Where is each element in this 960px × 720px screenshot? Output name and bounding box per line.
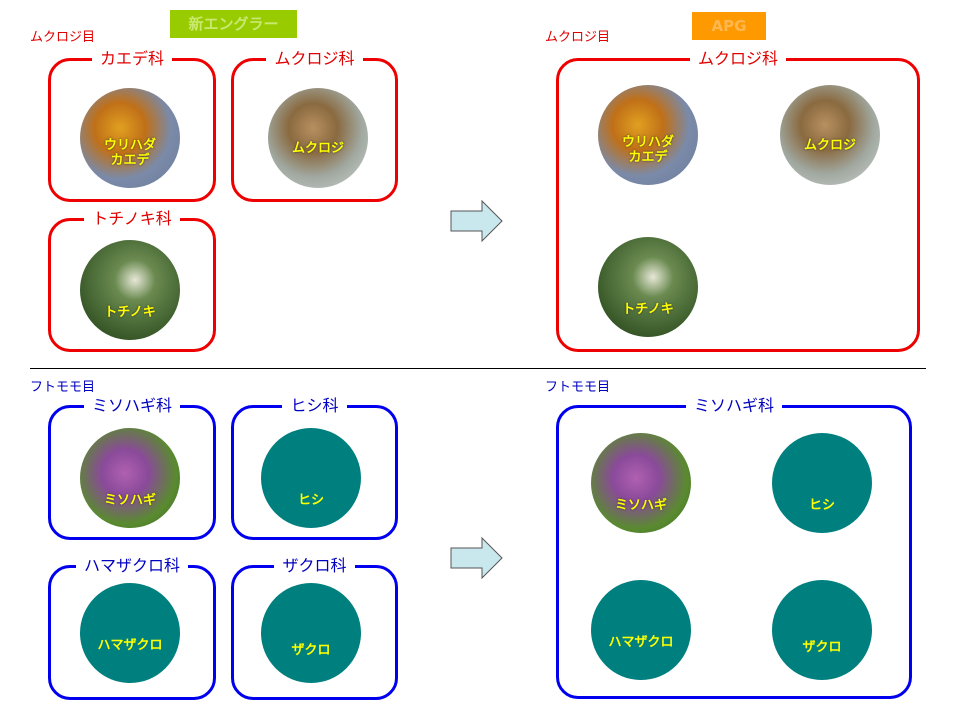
species-label: ウリハダ: [103, 138, 156, 153]
family-box-kaede: カエデ科 ウリハダカエデ: [48, 49, 216, 202]
arrow-right-icon: [450, 200, 503, 242]
species-photo-tochinoki: トチノキ: [598, 237, 698, 337]
order-label-left: ムクロジ目: [30, 30, 96, 45]
section-divider: [30, 368, 926, 369]
family-title: カエデ科: [91, 49, 172, 68]
species-label: ハマザクロ: [608, 635, 674, 650]
family-box-zakuro: ザクロ科 ザクロ: [231, 556, 398, 700]
species-photo-mukuroji: ムクロジ: [780, 85, 880, 185]
species-photo-urihadakaede: ウリハダカエデ: [598, 85, 698, 185]
system-label-new-engler: 新エングラー: [170, 10, 297, 38]
species-label: カエデ: [110, 153, 150, 168]
family-title: ムクロジ科: [266, 49, 363, 68]
species-photo-misohagi: ミソハギ: [80, 428, 180, 528]
family-box-hishi: ヒシ科 ヒシ: [231, 396, 398, 540]
species-label: カエデ: [628, 150, 668, 165]
species-label: ザクロ: [291, 643, 331, 658]
family-title: ミソハギ科: [83, 396, 180, 415]
species-label: トチノキ: [622, 302, 674, 317]
system-label-apg: APG: [692, 12, 766, 40]
family-box-tochinoki: トチノキ科 トチノキ: [48, 209, 216, 352]
family-box-mukuroji: ムクロジ科 ムクロジ: [231, 49, 398, 202]
family-box-misohagi: ミソハギ科 ミソハギ: [48, 396, 216, 540]
species-placeholder-hamazakuro: ハマザクロ: [591, 580, 691, 680]
species-label: ミソハギ: [103, 493, 156, 508]
order-label-right: フトモモ目: [545, 380, 611, 395]
order-label-left: フトモモ目: [30, 380, 96, 395]
family-title: ムクロジ科: [689, 49, 786, 68]
species-photo-urihadakaede: ウリハダカエデ: [80, 88, 180, 188]
species-label: トチノキ: [104, 305, 156, 320]
family-title: ハマザクロ科: [75, 556, 188, 575]
family-box-mukuroji-apg: ムクロジ科 ウリハダカエデ ムクロジ トチノキ: [556, 49, 920, 352]
family-title: ミソハギ科: [685, 396, 782, 415]
species-placeholder-hishi: ヒシ: [261, 428, 361, 528]
species-photo-tochinoki: トチノキ: [80, 240, 180, 340]
species-label: ウリハダ: [621, 135, 674, 150]
family-box-hamazakuro: ハマザクロ科 ハマザクロ: [48, 556, 216, 700]
species-label: ザクロ: [802, 640, 842, 655]
family-title: ヒシ科: [282, 396, 347, 415]
arrow-right-icon: [450, 537, 503, 579]
species-placeholder-hishi: ヒシ: [772, 433, 872, 533]
species-label: ムクロジ: [803, 138, 856, 153]
species-placeholder-hamazakuro: ハマザクロ: [80, 583, 180, 683]
family-title: トチノキ科: [84, 209, 180, 228]
species-placeholder-zakuro: ザクロ: [261, 583, 361, 683]
species-label: ミソハギ: [614, 498, 667, 513]
species-photo-mukuroji: ムクロジ: [268, 88, 368, 188]
family-box-misohagi-apg: ミソハギ科 ミソハギ ヒシ ハマザクロ ザクロ: [556, 396, 912, 699]
species-label: ハマザクロ: [97, 638, 163, 653]
species-label: ヒシ: [808, 498, 835, 513]
species-photo-misohagi: ミソハギ: [591, 433, 691, 533]
species-label: ムクロジ: [291, 141, 344, 156]
order-label-right: ムクロジ目: [545, 30, 611, 45]
family-title: ザクロ科: [274, 556, 355, 575]
species-placeholder-zakuro: ザクロ: [772, 580, 872, 680]
species-label: ヒシ: [297, 493, 324, 508]
